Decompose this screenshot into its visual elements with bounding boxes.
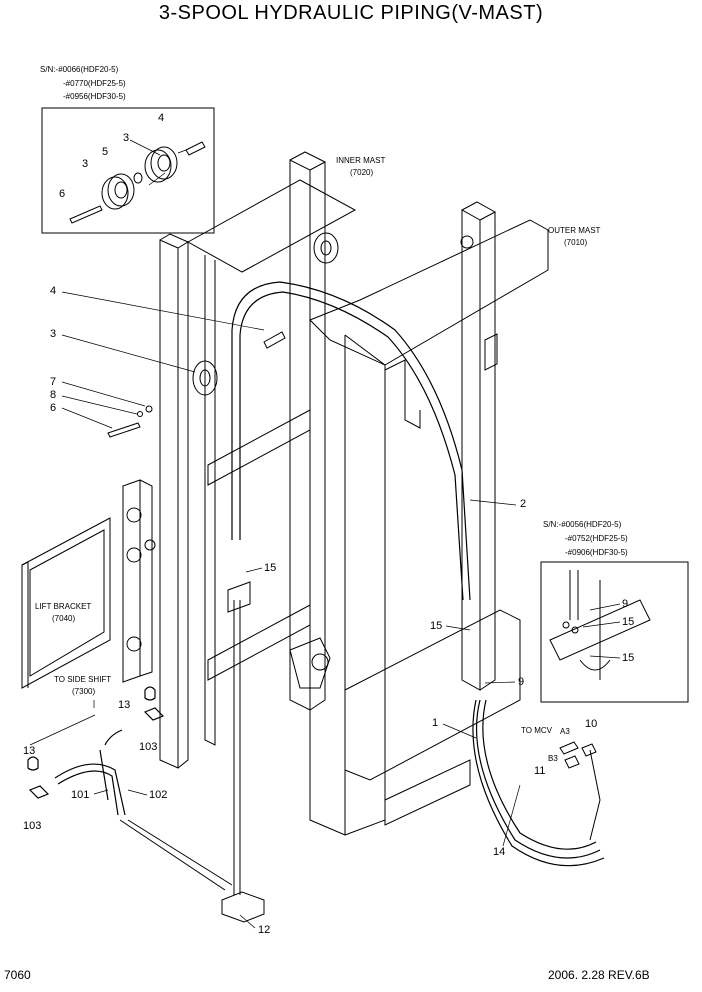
page-title: 3-SPOOL HYDRAULIC PIPING(V-MAST): [158, 2, 544, 24]
callout-15-detail-a: 15: [622, 616, 635, 628]
callout-9-detail: 9: [622, 598, 629, 610]
outer-mast-frame: [309, 201, 549, 836]
to-mcv-label: TO MCV: [521, 726, 552, 735]
inner-mast-frame: [159, 151, 357, 769]
detail-top-parts: [69, 141, 206, 224]
serial-note-right-line2: -#0752(HDF25-5): [565, 534, 628, 543]
inner-mast-label: INNER MAST: [336, 156, 386, 165]
callout-13-left: 13: [23, 745, 36, 757]
manifold-block-lines: [119, 581, 265, 923]
callout-15-mast: 15: [430, 620, 443, 632]
side-shift-code: (7300): [72, 687, 96, 696]
callout-6-detail: 6: [59, 188, 66, 200]
callout-1: 1: [432, 717, 439, 729]
serial-note-right-line1: S/N:-#0056(HDF20-5): [543, 520, 622, 529]
callout-3: 3: [50, 328, 57, 340]
serial-note-top-line3: -#0956(HDF30-5): [63, 92, 126, 101]
callout-9: 9: [518, 676, 525, 688]
callout-7: 7: [50, 376, 57, 388]
outer-mast-label: OUTER MAST: [548, 226, 601, 235]
callout-15-detail-b: 15: [622, 652, 635, 664]
callout-4: 4: [50, 285, 57, 297]
callout-14: 14: [493, 846, 506, 858]
lift-bracket-code: (7040): [52, 614, 76, 623]
mast-pulley: [107, 232, 339, 438]
lift-bracket-label: LIFT BRACKET: [35, 602, 92, 611]
callout-102: 102: [149, 789, 168, 801]
callout-13-right: 13: [118, 699, 131, 711]
callout-12: 12: [258, 924, 271, 936]
detail-right-parts: [549, 570, 651, 680]
port-a3-label: A3: [560, 727, 570, 736]
page-number: 7060: [4, 968, 31, 982]
side-shift-label: TO SIDE SHIFT: [54, 675, 112, 684]
hydraulic-hoses: [231, 281, 605, 867]
inner-mast-code: (7020): [350, 168, 374, 177]
callout-101: 101: [71, 789, 90, 801]
mcv-fittings: [559, 741, 601, 841]
callout-3-detail-a: 3: [123, 132, 130, 144]
detail-box-right: [540, 561, 689, 703]
callout-2: 2: [520, 498, 527, 510]
serial-note-top-line2: -#0770(HDF25-5): [63, 79, 126, 88]
leader-lines: [29, 139, 621, 929]
detail-box-top: [41, 107, 215, 234]
date-revision: 2006. 2.28 REV.6B: [548, 968, 650, 982]
callout-11: 11: [534, 765, 546, 777]
callout-8: 8: [50, 389, 57, 401]
callout-103-right: 103: [139, 741, 158, 753]
callout-10: 10: [585, 718, 598, 730]
callout-6: 6: [50, 402, 57, 414]
outer-mast-code: (7010): [564, 238, 588, 247]
serial-note-top-line1: S/N:-#0066(HDF20-5): [40, 65, 119, 74]
callout-103-left: 103: [23, 820, 42, 832]
callout-15-carriage: 15: [264, 562, 277, 574]
carriage-plate: [122, 479, 156, 683]
callout-3-detail-b: 3: [82, 158, 89, 170]
lift-bracket-plate: [21, 517, 111, 689]
callout-5: 5: [102, 146, 109, 158]
side-shift-hoses: [27, 686, 165, 816]
port-b3-label: B3: [548, 754, 558, 763]
serial-note-right-line3: -#0906(HDF30-5): [565, 548, 628, 557]
callout-4-detail: 4: [158, 112, 165, 124]
